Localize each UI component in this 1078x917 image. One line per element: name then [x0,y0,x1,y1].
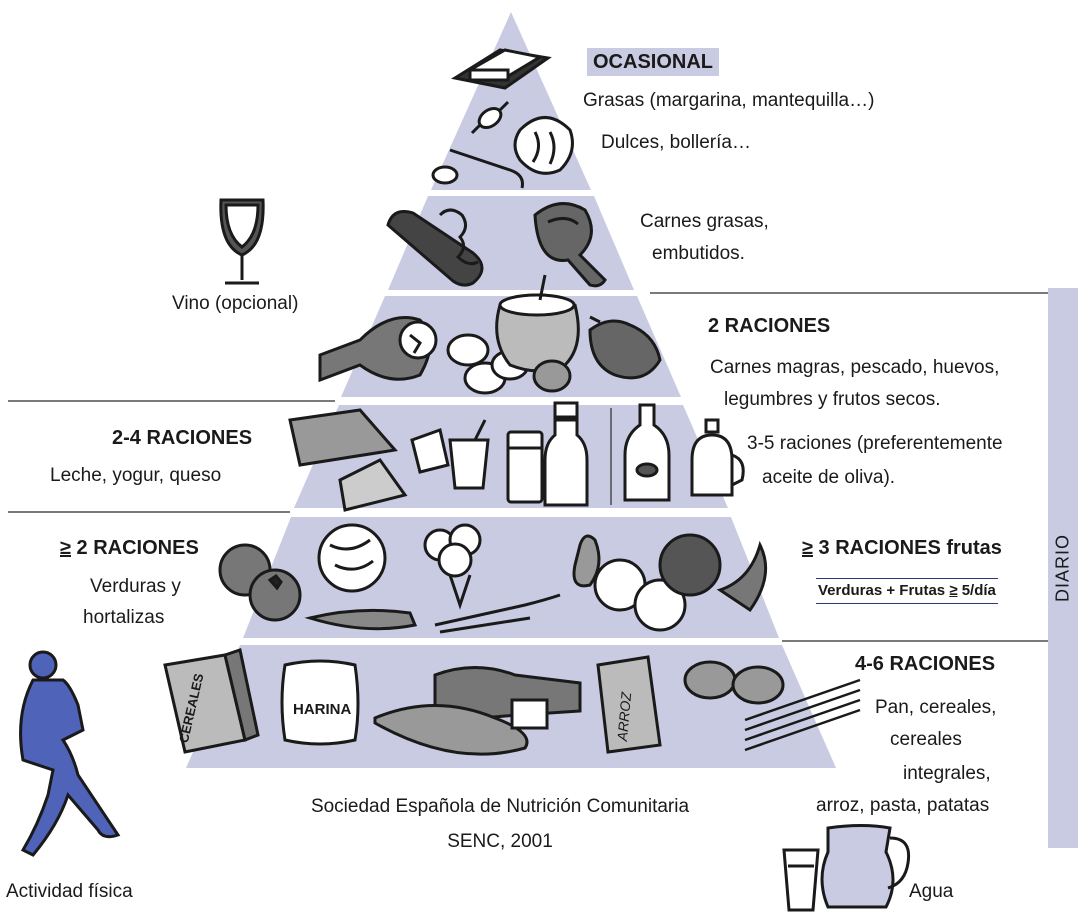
chicken-icon [588,315,662,380]
water-glass-icon [782,848,820,912]
protein-line1: Carnes magras, pescado, huevos, [710,357,1000,378]
wine-label: Vino (opcional) [172,293,299,314]
veg-line1: Verduras y [90,576,181,597]
lettuce-icon [317,523,387,593]
cereals-heading: 4-6 RACIONES [855,653,996,675]
meats-line2: embutidos. [652,243,745,264]
veg-heading: ≥ 2 RACIONES [60,536,199,560]
candy-icon [470,100,510,135]
water-label: Agua [909,881,954,902]
separator-lines [8,292,1048,642]
cereals-line4: arroz, pasta, patatas [816,795,990,816]
cheese-slices-icon [410,428,450,474]
activity-label: Actividad física [6,881,133,902]
runner-icon [19,650,121,857]
cereal-box-icon [163,648,260,754]
cereals-line2: cereales [890,729,962,750]
ham-icon [533,202,607,288]
cheese-icon [288,408,408,512]
pasta-icon [744,678,861,752]
harina-sack-label: HARINA [293,701,352,718]
milk-bottle-icon [543,401,589,507]
fruit-note-post: 5/día [957,582,996,599]
cereals-line1: Pan, cereales, [875,697,997,718]
footer-line2: SENC, 2001 [447,831,553,852]
nut-icon [532,359,572,393]
dairy-heading: 2-4 RACIONES [112,427,253,449]
candy-cane-icon [431,148,524,189]
tomato-icon [218,543,302,622]
water-pitcher-icon [820,824,911,909]
fish-icon [318,316,438,383]
fruit-note: Verduras + Frutas ≥ 5/día [816,578,998,604]
fruit-heading-text: 3 RACIONES frutas [812,537,1002,559]
veg-line2: hortalizas [83,607,165,628]
oil-line1: 3-5 raciones (preferentemente [747,433,1003,454]
fruit-basket-icon [572,533,768,632]
arroz-box-icon [596,655,662,754]
protein-line2: legumbres y frutos secos. [724,389,941,410]
veg-heading-text: 2 RACIONES [70,537,199,559]
carrot-icon [304,608,418,631]
bread-icon [373,666,582,756]
milk-glass-icon [506,430,544,504]
flour-sack-icon [280,659,360,746]
veg-heading-symbol: ≥ [60,537,71,559]
oil-line2: aceite de oliva). [762,467,896,488]
sausage-icon [386,208,484,287]
oil-jug-icon [690,418,745,497]
fruit-heading-symbol: ≥ [802,537,813,559]
meats-line1: Carnes grasas, [640,211,769,232]
fruit-note-symbol: ≥ [949,582,958,599]
butter-icon [450,48,552,90]
fruit-heading: ≥ 3 RACIONES frutas [802,536,1002,560]
wine-glass-icon [219,198,265,285]
arroz-box-label: ARROZ [613,691,635,742]
ocasional-heading: OCASIONAL [587,48,719,76]
broccoli-icon [423,523,482,610]
cereals-line3: integrales, [903,763,991,784]
fruit-note-pre: Verduras + Frutas [818,582,950,599]
footer-line1: Sociedad Española de Nutrición Comunitar… [310,796,690,817]
yogurt-icon [448,419,490,490]
protein-heading: 2 RACIONES [708,315,831,337]
diario-bar: DIARIO [1048,288,1078,848]
diario-label: DIARIO [1052,533,1073,603]
leek-icon [434,593,561,634]
croissant-icon [513,116,574,175]
ocasional-line2: Dulces, bollería… [601,132,751,153]
potato-icon [683,660,785,705]
oil-bottle-icon [623,403,671,502]
dairy-line1: Leche, yogur, queso [50,465,222,486]
ocasional-line1: Grasas (margarina, mantequilla…) [583,90,875,111]
